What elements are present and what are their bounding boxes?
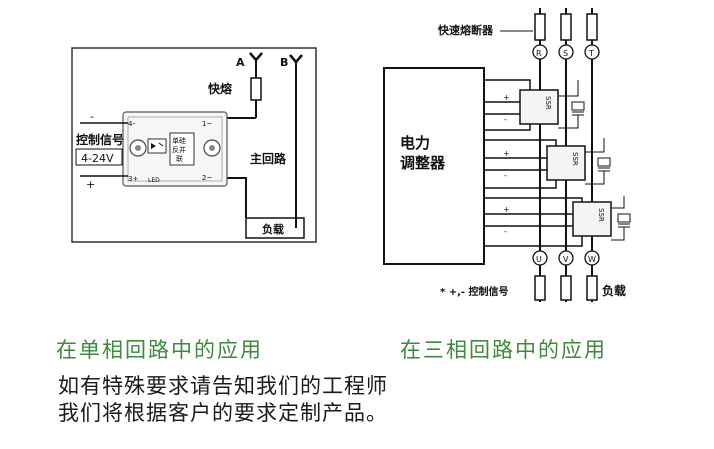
phase-r-node (532, 44, 548, 60)
note-line-2: 我们将根据客户的要求定制产品。 (58, 401, 388, 425)
regulator-label-1: 电力 (400, 134, 430, 152)
phase-t-label: T (588, 49, 594, 58)
phase-t-node (584, 44, 600, 60)
fuse-s-icon (560, 13, 572, 41)
svg-text:+: + (503, 205, 510, 214)
phase-u-node (532, 250, 548, 266)
scr-block (169, 132, 195, 166)
ssr-module-3: SSR + - (484, 196, 631, 247)
fuse-r-icon (534, 13, 546, 41)
fuse-t-icon (586, 13, 598, 41)
pin4-label: 4- (128, 120, 135, 128)
svg-text:-: - (504, 227, 507, 236)
ssr-module-2: SSR + - (484, 138, 611, 189)
load-resistor-2-icon (560, 275, 572, 301)
main-circuit-label: 主回路 (250, 151, 287, 166)
opto-coupler-icon (147, 138, 167, 154)
ssr-3-label: SSR (597, 208, 605, 222)
phase-s-label: S (563, 49, 568, 58)
single-phase-caption: 在单相回路中的应用 (56, 338, 263, 362)
power-regulator-box (383, 67, 485, 265)
svg-text:-: - (504, 115, 507, 124)
fuse-icon (250, 77, 262, 101)
load-label: 负载 (262, 222, 284, 236)
terminal-b-label: B (280, 56, 288, 69)
ssr-2-label: SSR (571, 152, 579, 166)
fuse-label: 快熔 (208, 81, 233, 96)
phase-r-label: R (536, 49, 542, 58)
control-signal-note: * +,- 控制信号 (440, 285, 509, 298)
phase-v-label: V (563, 255, 569, 264)
load-resistor-1-icon (534, 275, 546, 301)
scr-label-1: 单硅 (172, 136, 186, 145)
three-phase-diagram: 快速熔断器 R S T 电力 调整器 SSR (383, 8, 631, 302)
fast-fuse-label: 快速熔断器 (437, 23, 494, 37)
regulator-label-2: 调整器 (400, 154, 446, 172)
phase-v-node (558, 250, 574, 266)
three-phase-load-label: 负载 (602, 283, 626, 298)
note-line-1: 如有特殊要求请告知我们的工程师 (58, 374, 388, 398)
control-minus-sign: - (90, 110, 94, 123)
voltage-box (75, 148, 123, 166)
svg-text:+: + (503, 149, 510, 158)
pin1-label: 1~ (202, 120, 212, 128)
control-signal-label: 控制信号 (76, 132, 124, 147)
pin2-label: 2~ (202, 174, 212, 182)
svg-text:+: + (503, 93, 510, 102)
wiring-diagram: A B 快熔 主回路 负载 单硅 反并 联 1~ (71, 8, 631, 302)
ssr-module-1: SSR + - (484, 79, 585, 131)
scr-label-3: 联 (176, 154, 183, 163)
svg-text:-: - (504, 171, 507, 180)
load-resistor-3-icon (586, 275, 598, 301)
voltage-label: 4-24V (81, 152, 114, 165)
single-phase-frame (71, 47, 317, 243)
pin3-label: 3+ (128, 175, 138, 183)
led-label: LED (148, 177, 160, 184)
phase-s-node (558, 44, 574, 60)
single-phase-diagram: A B 快熔 主回路 负载 单硅 反并 联 1~ (71, 47, 317, 243)
scr-label-2: 反并 (172, 145, 186, 154)
load-box (245, 217, 305, 239)
phase-w-node (584, 250, 600, 266)
terminal-a-label: A (236, 56, 245, 69)
phase-w-label: W (588, 255, 596, 264)
control-plus-sign: + (86, 178, 95, 191)
phase-u-label: U (536, 255, 542, 264)
three-phase-caption: 在三相回路中的应用 (400, 338, 607, 362)
terminal-b-icon (289, 54, 303, 64)
terminal-a-icon (249, 52, 263, 62)
ssr-1-label: SSR (544, 96, 552, 110)
